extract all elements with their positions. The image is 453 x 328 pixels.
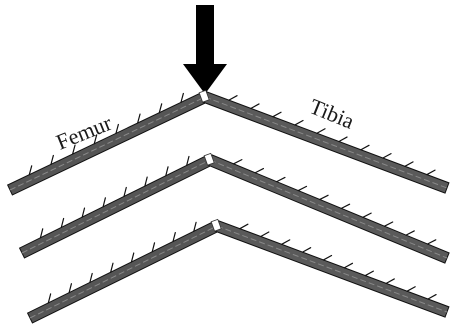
arrow-shaft: [196, 5, 214, 67]
tibia-segment-3-texture: [216, 225, 448, 313]
femur-segment-3-bristle: [151, 242, 156, 253]
tibia-segment-2-bristle: [319, 194, 329, 201]
tibia-label: Tibia: [306, 93, 358, 133]
tibia-segment-2-bristle: [383, 221, 394, 227]
femur-segment-2-bristle: [144, 176, 148, 187]
arrow-head: [183, 64, 227, 94]
femur-segment-2-bristle: [39, 228, 44, 239]
femur-segment-3-bristle: [47, 293, 52, 304]
legs-group: [6, 89, 450, 324]
femur-segment-2-bristle: [102, 197, 106, 208]
tibia-segment-1-bristle: [338, 136, 348, 143]
femur-segment-1-bristle: [72, 144, 76, 155]
tibia-segment-3-bristle: [260, 231, 270, 238]
femur-segment-3-bristle: [130, 252, 135, 263]
femur-segment-1-bristle: [28, 165, 33, 176]
femur-segment-1-bristle: [137, 113, 141, 124]
femur-segment-1-bristle: [115, 123, 119, 134]
tibia-segment-3-bristle: [343, 262, 354, 269]
tibia-segment-1-bristle: [250, 103, 260, 109]
tibia-segment-1-bristle: [426, 169, 436, 176]
tibia-segment-1-texture: [204, 96, 448, 189]
femur-segment-3-texture: [29, 225, 218, 319]
tibia-segment-3-bristle: [322, 254, 333, 261]
tibia-segment-1-bristle: [294, 119, 304, 126]
tibia-segment-2-bristle: [276, 176, 286, 183]
tibia-segment-3-bristle: [364, 270, 374, 277]
tibia-segment-1-bristle: [382, 152, 392, 159]
tibia-segment-3-bristle: [427, 293, 437, 300]
joint-marker-2: [203, 152, 215, 166]
tibia-segment-1-bristle: [316, 128, 326, 134]
tibia-segment-3-bristle: [281, 239, 291, 245]
tibia-segment-1-group: [202, 91, 450, 194]
femur-segment-3-bristle: [110, 262, 114, 273]
femur-segment-2-bristle: [123, 186, 127, 198]
femur-segment-2-bristle: [186, 155, 190, 167]
femur-segment-2-bristle: [81, 207, 86, 218]
femur-segment-2-bristle: [60, 217, 65, 229]
joint-marker-3: [210, 218, 222, 232]
tibia-segment-2-bristle: [426, 239, 437, 245]
tibia-segment-2-bristle: [297, 185, 308, 192]
femur-segment-1-bristle: [180, 92, 184, 103]
femur-segment-3-bristle: [172, 231, 176, 243]
tibia-segment-2-bristle: [405, 230, 415, 236]
femur-segment-3-bristle: [89, 272, 93, 283]
tibia-segment-1-bristle: [404, 161, 414, 167]
femur-segment-1-bristle: [50, 154, 54, 165]
tibia-segment-1-bristle: [360, 144, 370, 151]
tibia-segment-3-group: [214, 220, 450, 318]
tibia-segment-2-bristle: [362, 212, 372, 218]
tibia-segment-2-bristle: [233, 159, 243, 165]
tibia-segment-3-bristle: [385, 278, 395, 284]
femur-segment-3-bristle: [68, 283, 73, 294]
femur-segment-1-bristle: [158, 103, 163, 114]
joint-marker-1: [198, 89, 210, 103]
tibia-segment-3-bristle: [239, 223, 249, 230]
tibia-segment-1-bristle: [272, 111, 282, 118]
femur-segment-1-texture: [9, 96, 206, 191]
tibia-segment-2-bristle: [254, 167, 265, 174]
femur-segment-2-texture: [21, 159, 211, 254]
femur-segment-1-bristle: [93, 134, 98, 145]
tibia-segment-2-texture: [209, 159, 448, 259]
tibia-segment-2-bristle: [340, 203, 351, 209]
femur-segment-2-bristle: [165, 166, 169, 177]
tibia-segment-3-bristle: [301, 247, 312, 253]
tibia-segment-1-bristle: [228, 95, 238, 101]
force-arrow: [183, 5, 227, 94]
tibia-segment-3-bristle: [406, 286, 416, 292]
femur-segment-3-bristle: [193, 221, 197, 232]
